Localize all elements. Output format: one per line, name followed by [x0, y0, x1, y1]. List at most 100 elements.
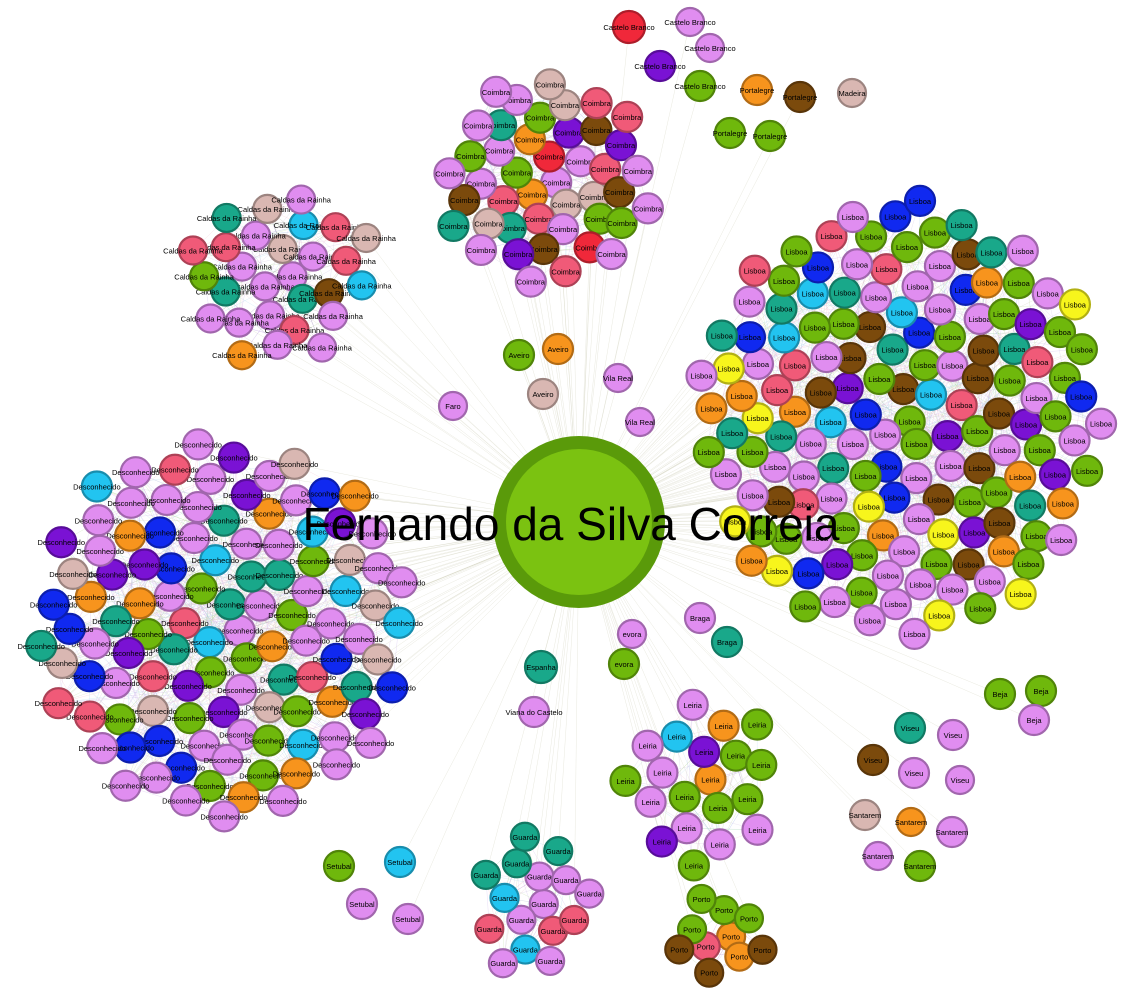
node-lisboa[interactable]: Lisboa — [918, 216, 952, 249]
node-lisboa[interactable]: Lisboa — [778, 395, 812, 428]
node-desconhecido[interactable]: Desconhecido — [192, 544, 240, 577]
node-lisboa[interactable]: Lisboa — [733, 285, 766, 318]
node-desconhecido[interactable]: Desconhecido — [46, 612, 94, 645]
node-leiria[interactable]: Leiria — [668, 780, 701, 813]
node-portalegre[interactable]: Portalegre — [783, 80, 818, 114]
node-desconhecido[interactable]: Desconhecido — [352, 589, 400, 622]
node-desconhecido[interactable]: Desconhecido — [347, 726, 395, 760]
node-coimbra[interactable]: Coimbra — [514, 265, 547, 298]
node-lisboa[interactable]: Lisboa — [1014, 489, 1047, 522]
node-lisboa[interactable]: Lisboa — [787, 460, 820, 493]
node-leiria[interactable]: Leiria — [707, 709, 740, 742]
node-guarda[interactable]: Guarda — [558, 904, 590, 936]
node-leiria[interactable]: Leiria — [731, 783, 764, 816]
node-viseu[interactable]: Viseu — [936, 718, 970, 752]
node-lisboa[interactable]: Lisboa — [871, 559, 905, 592]
node-lisboa[interactable]: Lisboa — [933, 320, 967, 353]
node-lisboa[interactable]: Lisboa — [712, 352, 745, 385]
node-lisboa[interactable]: Lisboa — [869, 418, 902, 451]
node-portalegre[interactable]: Portalegre — [740, 73, 775, 107]
node-leiria[interactable]: Leiria — [701, 791, 735, 825]
node-desconhecido[interactable]: Desconhecido — [348, 517, 396, 550]
node-lisboa[interactable]: Lisboa — [934, 449, 967, 483]
node-desconhecido[interactable]: Desconhecido — [288, 660, 336, 694]
node-porto[interactable]: Porto — [733, 903, 765, 934]
node-santarem[interactable]: Santarem — [904, 849, 937, 883]
node-leiria[interactable]: Leiria — [676, 688, 709, 721]
node-desconhecido[interactable]: Desconhecido — [106, 519, 154, 552]
node-desconhecido[interactable]: Desconhecido — [75, 504, 123, 537]
node-guarda[interactable]: Guarda — [509, 821, 541, 852]
node-desconhecido[interactable]: Desconhecido — [271, 447, 319, 480]
node-lisboa[interactable]: Lisboa — [853, 310, 887, 344]
node-beja[interactable]: Beja — [1024, 674, 1058, 708]
node-beja[interactable]: Beja — [983, 677, 1017, 711]
node-lisboa[interactable]: Lisboa — [863, 362, 896, 396]
node-desconhecido[interactable]: Desconhecido — [174, 428, 222, 461]
node-leiria[interactable]: Leiria — [703, 828, 736, 861]
node-lisboa[interactable]: Lisboa — [817, 451, 850, 485]
node-caldas[interactable]: Caldas da Rainha — [181, 303, 241, 334]
node-lisboa[interactable]: Lisboa — [849, 398, 882, 431]
node-coimbra[interactable]: Coimbra — [533, 68, 567, 101]
node-guarda[interactable]: Guarda — [506, 904, 537, 935]
node-lisboa[interactable]: Lisboa — [733, 321, 767, 354]
node-setubal[interactable]: Setubal — [383, 845, 417, 879]
node-lisboa[interactable]: Lisboa — [1084, 407, 1118, 440]
node-caldas[interactable]: Caldas da Rainha — [226, 220, 287, 251]
node-desconhecido[interactable]: Desconhecido — [246, 497, 294, 530]
node-vila-real[interactable]: Vila Real — [602, 362, 633, 394]
node-lisboa[interactable]: Lisboa — [834, 341, 867, 375]
node-lisboa[interactable]: Lisboa — [767, 264, 801, 297]
node-caldas[interactable]: Caldas da Rainha — [263, 261, 323, 292]
node-desconhecido[interactable]: Desconhecido — [268, 598, 316, 632]
node-desconhecido[interactable]: Desconhecido — [217, 673, 265, 706]
node-desconhecido[interactable]: Desconhecido — [164, 669, 212, 702]
node-lisboa[interactable]: Lisboa — [760, 554, 794, 587]
node-lisboa[interactable]: Lisboa — [1023, 434, 1056, 467]
node-lisboa[interactable]: Lisboa — [922, 483, 955, 516]
node-lisboa[interactable]: Lisboa — [1065, 333, 1098, 366]
node-desconhecido[interactable]: Desconhecido — [71, 627, 119, 660]
node-coimbra[interactable]: Coimbra — [611, 100, 644, 133]
node-caldas[interactable]: Caldas da Rainha — [273, 283, 333, 314]
node-leiria[interactable]: Leiria — [677, 849, 710, 882]
node-desconhecido[interactable]: Desconhecido — [174, 490, 222, 524]
node-desconhecido[interactable]: Desconhecido — [107, 486, 155, 519]
node-castelo-branco[interactable]: Castelo Branco — [634, 49, 686, 83]
node-viana-do-castelo[interactable]: Viana do Castelo — [506, 695, 563, 729]
node-coimbra[interactable]: Coimbra — [564, 145, 597, 178]
node-lisboa[interactable]: Lisboa — [879, 588, 912, 621]
node-desconhecido[interactable]: Desconhecido — [49, 557, 97, 591]
node-lisboa[interactable]: Lisboa — [778, 349, 812, 382]
node-caldas[interactable]: Caldas da Rainha — [336, 222, 397, 254]
node-desconhecido[interactable]: Desconhecido — [136, 516, 184, 549]
node-caldas[interactable]: Caldas da Rainha — [332, 270, 392, 301]
node-lisboa[interactable]: Lisboa — [923, 249, 957, 283]
node-lisboa[interactable]: Lisboa — [993, 364, 1026, 397]
node-desconhecido[interactable]: Desconhecido — [249, 630, 297, 663]
node-lisboa[interactable]: Lisboa — [982, 397, 1016, 430]
node-desconhecido[interactable]: Desconhecido — [378, 566, 426, 599]
node-desconhecido[interactable]: Desconhecido — [255, 528, 303, 561]
node-setubal[interactable]: Setubal — [322, 849, 356, 883]
node-lisboa[interactable]: Lisboa — [1058, 424, 1091, 457]
node-lisboa[interactable]: Lisboa — [725, 379, 758, 413]
node-caldas[interactable]: Caldas da Rainha — [209, 307, 270, 338]
node-guarda[interactable]: Guarda — [470, 859, 501, 890]
node-lisboa[interactable]: Lisboa — [945, 388, 978, 422]
node-lisboa[interactable]: Lisboa — [836, 200, 869, 234]
node-lisboa[interactable]: Lisboa — [792, 557, 825, 590]
node-porto[interactable]: Porto — [747, 934, 778, 965]
node-desconhecido[interactable]: Desconhecido — [204, 743, 252, 776]
node-desconhecido[interactable]: Desconhecido — [66, 660, 114, 693]
node-caldas[interactable]: Caldas da Rainha — [238, 193, 298, 224]
node-lisboa[interactable]: Lisboa — [1004, 460, 1037, 493]
node-lisboa[interactable]: Lisboa — [1039, 400, 1072, 433]
node-porto[interactable]: Porto — [694, 957, 725, 988]
node-lisboa[interactable]: Lisboa — [1012, 547, 1045, 580]
node-braga[interactable]: Braga — [710, 625, 744, 659]
node-coimbra[interactable]: Coimbra — [523, 101, 557, 134]
node-lisboa[interactable]: Lisboa — [1006, 234, 1039, 267]
node-lisboa[interactable]: Lisboa — [735, 544, 768, 577]
